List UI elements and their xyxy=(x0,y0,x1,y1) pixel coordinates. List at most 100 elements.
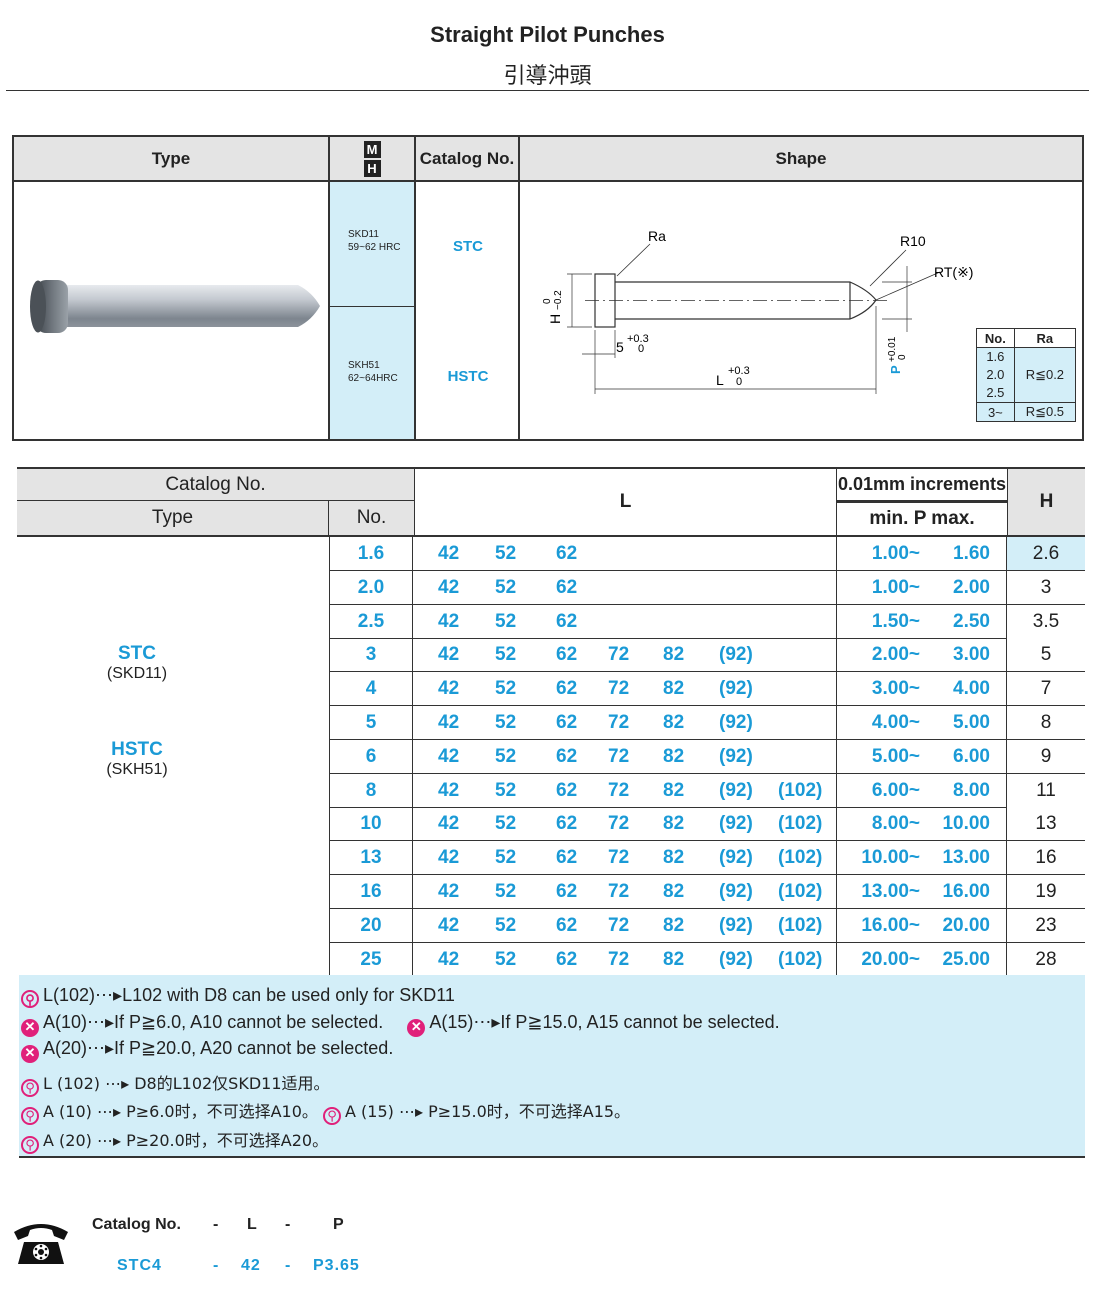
row-l-value[interactable]: 52 xyxy=(495,847,517,869)
row-l-value[interactable]: 42 xyxy=(438,881,460,902)
row-l-value[interactable]: (92) xyxy=(719,914,753,936)
row-l-value[interactable]: 62 xyxy=(556,847,578,869)
row-l-value[interactable]: (102) xyxy=(778,881,823,902)
row-l-value[interactable]: 82 xyxy=(663,847,685,869)
row-l-value[interactable]: 62 xyxy=(556,610,578,632)
row-l-value[interactable]: 52 xyxy=(495,881,517,902)
row-p-range: 1.00~1.60 xyxy=(836,537,1007,571)
row-l-value[interactable]: (92) xyxy=(719,678,753,700)
row-l-value[interactable]: 42 xyxy=(438,644,460,666)
row-l-value[interactable]: 62 xyxy=(556,644,578,666)
row-l-value[interactable]: (102) xyxy=(778,813,823,835)
row-l-value[interactable]: 42 xyxy=(438,847,460,869)
row-p-range: 6.00~8.00 xyxy=(836,773,1007,808)
product-photo xyxy=(14,182,330,439)
row-l-value[interactable]: 52 xyxy=(495,712,517,733)
row-l-value[interactable]: 82 xyxy=(663,644,685,666)
row-l-value[interactable]: (102) xyxy=(778,948,823,970)
row-l-value[interactable]: 72 xyxy=(608,779,630,801)
row-p-min: 2.00~ xyxy=(871,644,920,666)
row-l-value[interactable]: 42 xyxy=(438,576,460,598)
type-code[interactable]: HSTC xyxy=(111,739,163,760)
row-l-value[interactable]: 82 xyxy=(663,914,685,936)
row-l-value[interactable]: (92) xyxy=(719,745,753,767)
row-l-value[interactable]: 62 xyxy=(556,712,578,733)
row-l-value[interactable]: 72 xyxy=(608,678,630,700)
row-l-value[interactable]: (102) xyxy=(778,914,823,936)
row-l-value[interactable]: 62 xyxy=(556,678,578,700)
row-h: 9 xyxy=(1007,739,1085,773)
row-l-value[interactable]: 72 xyxy=(608,847,630,869)
row-l-value[interactable]: 42 xyxy=(438,813,460,835)
order-value-catalog: STC4 xyxy=(117,1257,162,1274)
row-l-value[interactable]: 52 xyxy=(495,813,517,835)
row-l-value[interactable]: 62 xyxy=(556,881,578,902)
prohibited-icon: ✕ xyxy=(21,1019,39,1037)
row-l-value[interactable]: (92) xyxy=(719,712,753,733)
row-l-value[interactable]: 62 xyxy=(556,948,578,970)
row-l-value[interactable]: 42 xyxy=(438,712,460,733)
row-l-value[interactable]: 72 xyxy=(608,813,630,835)
order-value-dash: - xyxy=(213,1257,220,1274)
row-l-value[interactable]: 82 xyxy=(663,745,685,767)
row-l-value[interactable]: 42 xyxy=(438,678,460,700)
row-l-value[interactable]: (102) xyxy=(778,847,823,869)
row-l-value[interactable]: 62 xyxy=(556,779,578,801)
catalog-code-stc[interactable]: STC xyxy=(453,238,483,255)
row-l-value[interactable]: 62 xyxy=(556,914,578,936)
row-l-value[interactable]: 52 xyxy=(495,779,517,801)
row-l-value[interactable]: 52 xyxy=(495,948,517,970)
row-no: 13 xyxy=(329,841,413,876)
header-shape: Shape xyxy=(520,137,1082,182)
row-l-value[interactable]: 82 xyxy=(663,813,685,835)
row-l-value[interactable]: 42 xyxy=(438,914,460,936)
row-l-value[interactable]: 52 xyxy=(495,914,517,936)
row-l-value[interactable]: 62 xyxy=(556,745,578,767)
row-l-value[interactable]: 42 xyxy=(438,610,460,632)
row-l-value[interactable]: (92) xyxy=(719,644,753,666)
key-icon: ⚲ xyxy=(322,1107,341,1125)
row-l-value[interactable]: 72 xyxy=(608,948,630,970)
row-l-value[interactable]: 62 xyxy=(556,543,578,564)
row-l-value[interactable]: 42 xyxy=(438,779,460,801)
row-l-value[interactable]: 42 xyxy=(438,745,460,767)
row-l-value[interactable]: 72 xyxy=(608,712,630,733)
catalog-code-hstc[interactable]: HSTC xyxy=(447,368,489,385)
row-l-value[interactable]: 72 xyxy=(608,644,630,666)
row-l-value[interactable]: (92) xyxy=(719,847,753,869)
row-l-value[interactable]: (102) xyxy=(778,779,823,801)
row-l-value[interactable]: 62 xyxy=(556,813,578,835)
row-l-value[interactable]: 42 xyxy=(438,543,460,564)
row-l-value[interactable]: 72 xyxy=(608,914,630,936)
row-l-value[interactable]: 82 xyxy=(663,881,685,902)
row-l-value[interactable]: (92) xyxy=(719,881,753,902)
row-l-value[interactable]: 82 xyxy=(663,779,685,801)
row-l-value[interactable]: (92) xyxy=(719,813,753,835)
row-l-value[interactable]: 62 xyxy=(556,576,578,598)
row-l-value[interactable]: 52 xyxy=(495,678,517,700)
row-l-value[interactable]: 82 xyxy=(663,948,685,970)
row-l-value[interactable]: (92) xyxy=(719,779,753,801)
row-l-value[interactable]: 72 xyxy=(608,881,630,902)
row-l-value[interactable]: (92) xyxy=(719,948,753,970)
row-l-value[interactable]: 52 xyxy=(495,543,517,564)
row-l-value[interactable]: 52 xyxy=(495,576,517,598)
row-l-value[interactable]: 72 xyxy=(608,745,630,767)
type-code[interactable]: STC xyxy=(118,643,156,664)
row-h: 19 xyxy=(1007,875,1085,908)
notes-panel: ⚲L(102)⋯▸L102 with D8 can be used only f… xyxy=(19,975,1085,1158)
row-l-value[interactable]: 52 xyxy=(495,610,517,632)
row-p-min: 8.00~ xyxy=(871,813,920,835)
row-h: 3.5 xyxy=(1007,604,1085,638)
row-l-value[interactable]: 52 xyxy=(495,644,517,666)
row-h: 2.6 xyxy=(1007,537,1085,570)
row-no: 16 xyxy=(329,875,413,909)
row-l-value[interactable]: 82 xyxy=(663,678,685,700)
header-l: L xyxy=(414,467,836,537)
row-l-value[interactable]: 82 xyxy=(663,712,685,733)
row-l-value[interactable]: 52 xyxy=(495,745,517,767)
row-l-value[interactable]: 42 xyxy=(438,948,460,970)
